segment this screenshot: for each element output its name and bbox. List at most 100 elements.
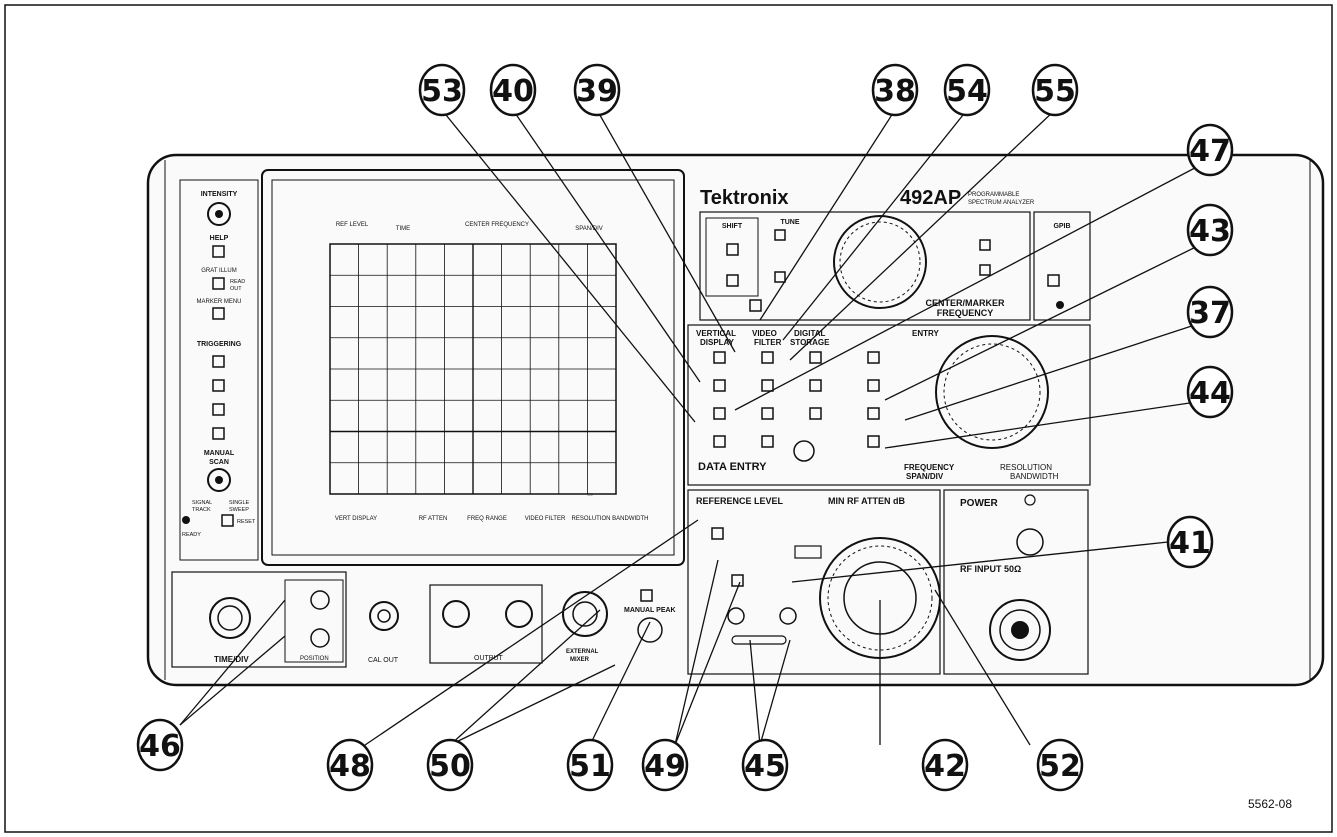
storage-button-3[interactable] [809, 407, 822, 420]
center-frequency-knob[interactable] [833, 215, 927, 309]
cal-amplitude-adjust[interactable] [779, 607, 797, 625]
horizontal-position-knob[interactable] [310, 628, 330, 648]
svg-text:42: 42 [924, 749, 966, 784]
trig-button-3[interactable] [212, 403, 225, 416]
video-filter-button-3[interactable] [761, 407, 774, 420]
output-label: OUTPUT [474, 655, 504, 662]
external-mixer-label-1: EXTERNAL [566, 649, 599, 655]
rf-input-connector[interactable] [989, 599, 1051, 661]
manual-scan-knob[interactable] [207, 468, 231, 492]
callout-46: 46 [136, 718, 184, 772]
reset-label: RESET [237, 519, 256, 525]
data-entry-knob[interactable] [935, 335, 1049, 449]
svg-text:39: 39 [576, 74, 618, 109]
svg-text:48: 48 [329, 749, 371, 784]
freq-span-label-2: SPAN/DIV [906, 472, 944, 481]
reset-to-local-button[interactable] [1047, 274, 1060, 287]
video-filter-button-4[interactable] [761, 435, 774, 448]
vert-display-button-3[interactable] [713, 407, 726, 420]
gpib-panel [1033, 211, 1091, 321]
help-label: HELP [210, 235, 229, 242]
graticule-grid [330, 244, 616, 494]
vert-display-button-2[interactable] [713, 379, 726, 392]
entry-button-3[interactable] [867, 407, 880, 420]
ready-label: READY [182, 532, 201, 538]
single-sweep-label-2: SWEEP [229, 507, 249, 513]
peak-button[interactable] [640, 589, 653, 602]
time-div-label: TIME/DIV [214, 655, 249, 664]
signal-track-label-2: TRACK [192, 507, 211, 513]
storage-button-1[interactable] [809, 351, 822, 364]
cal-out-connector[interactable] [369, 601, 399, 631]
gpib-label: GPIB [1053, 223, 1070, 230]
center-marker-label-2: FREQUENCY [937, 308, 994, 318]
power-switch[interactable] [1016, 528, 1044, 556]
video-filter-button-2[interactable] [761, 379, 774, 392]
grat-illum-label: GRAT ILLUM [201, 268, 236, 274]
help-button[interactable] [212, 245, 225, 258]
entry-button-1[interactable] [867, 351, 880, 364]
intensity-knob[interactable] [207, 202, 231, 226]
triggering-label: TRIGGERING [197, 341, 242, 348]
shift-label: SHIFT [722, 223, 743, 230]
video-filter-button-1[interactable] [761, 351, 774, 364]
average-knob[interactable] [793, 440, 815, 462]
left-control-panel: INTENSITY HELP GRAT ILLUM READ OUT MARKE… [179, 179, 259, 561]
crt-label-resolution-bandwidth: RESOLUTION BANDWIDTH [571, 516, 648, 522]
callout-43: 43 [1186, 203, 1234, 257]
vert-display-button-1[interactable] [713, 351, 726, 364]
crt-label-video-filter: VIDEO FILTER [525, 516, 566, 522]
gpib-indicator [1056, 301, 1064, 309]
manual-peak-knob[interactable] [637, 617, 663, 643]
first-lo-output[interactable] [442, 600, 470, 628]
svg-text:40: 40 [492, 74, 534, 109]
data-entry-label: DATA ENTRY [698, 461, 767, 473]
tune-button-2[interactable] [774, 271, 786, 283]
power-panel [943, 489, 1089, 675]
callout-38: 38 [871, 63, 919, 117]
vertical-position-knob[interactable] [310, 590, 330, 610]
svg-text:54: 54 [946, 74, 988, 109]
power-label: POWER [960, 498, 999, 509]
svg-text:52: 52 [1039, 749, 1081, 784]
entry-label: ENTRY [912, 329, 939, 338]
fine-button[interactable] [711, 527, 724, 540]
svg-text:38: 38 [874, 74, 916, 109]
tune-button-1[interactable] [774, 229, 786, 241]
entry-button-2[interactable] [867, 379, 880, 392]
readout-button[interactable] [212, 277, 225, 290]
frequency-panel: Tektronix 492AP PROGRAMMABLE SPECTRUM AN… [699, 187, 1091, 321]
single-sweep-label-1: SINGLE [229, 500, 250, 506]
marker-menu-button[interactable] [212, 307, 225, 320]
callout-50: 50 [426, 738, 474, 792]
second-lo-output[interactable] [505, 600, 533, 628]
signal-track-label-1: SIGNAL [192, 500, 212, 506]
freq-button-1[interactable] [979, 239, 991, 251]
shift-button-2[interactable] [726, 274, 739, 287]
manual-scan-label-2: SCAN [209, 459, 229, 466]
cal-out-label: CAL OUT [368, 657, 399, 664]
store-button[interactable] [749, 299, 762, 312]
intensity-label: INTENSITY [201, 191, 238, 198]
time-div-knob[interactable] [209, 597, 251, 639]
digital-storage-label-2: STORAGE [790, 338, 830, 347]
crt-label-time: TIME [396, 226, 410, 232]
shift-button[interactable] [726, 243, 739, 256]
storage-button-2[interactable] [809, 379, 822, 392]
ref-level-units-button[interactable] [731, 574, 744, 587]
freq-button-2[interactable] [979, 264, 991, 276]
trig-button-2[interactable] [212, 379, 225, 392]
crt-label-freq-range: FREQ RANGE [467, 516, 507, 522]
center-marker-label-1: CENTER/MARKER [925, 298, 1005, 308]
cal-10db-adjust[interactable] [727, 607, 745, 625]
reference-level-label: REFERENCE LEVEL [696, 496, 784, 506]
vert-display-button-4[interactable] [713, 435, 726, 448]
trig-button-1[interactable] [212, 355, 225, 368]
trig-button-4[interactable] [212, 427, 225, 440]
norm-switch[interactable] [794, 545, 822, 559]
single-sweep-button[interactable] [221, 514, 234, 527]
entry-button-4[interactable] [867, 435, 880, 448]
video-filter-label-2: FILTER [754, 338, 782, 347]
external-mixer-connector[interactable] [562, 591, 608, 637]
